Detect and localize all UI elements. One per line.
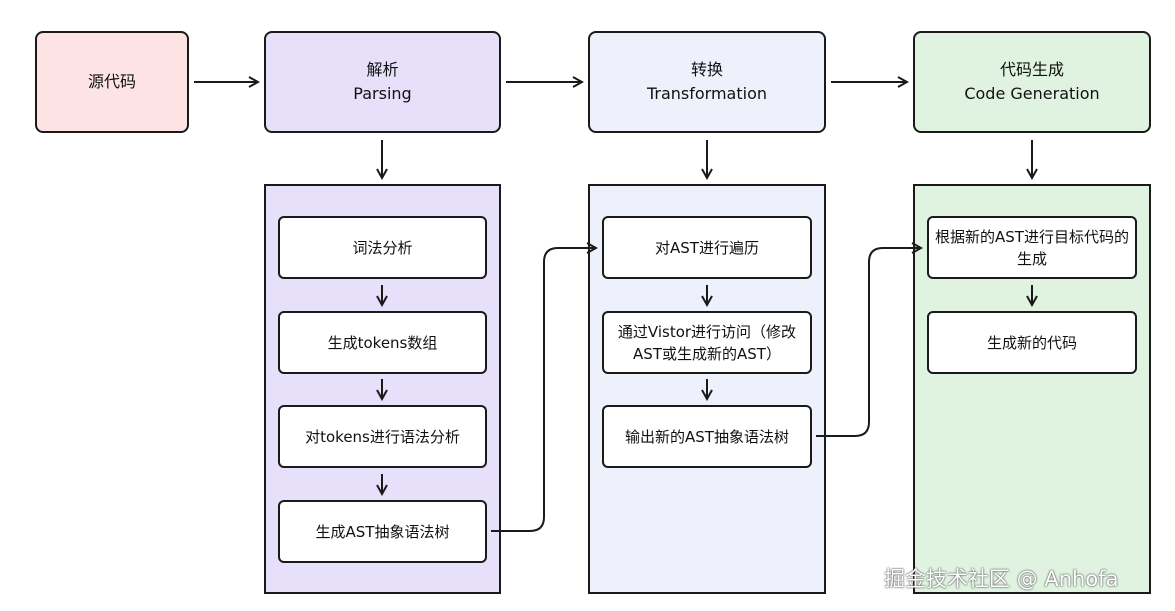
- parsing-title: 解析: [366, 60, 399, 79]
- parsing-step-generate-tokens: 生成tokens数组: [278, 311, 487, 374]
- watermark: 掘金技术社区 @ Anhofa: [884, 567, 1119, 591]
- generation-stage-box: 代码生成 Code Generation: [913, 31, 1151, 133]
- generation-title: 代码生成: [999, 60, 1064, 79]
- source-code-box: 源代码: [35, 31, 189, 133]
- parsing-stage-box: 解析 Parsing: [264, 31, 501, 133]
- parsing-subtitle: Parsing: [353, 84, 412, 103]
- transformation-subtitle: Transformation: [646, 84, 768, 103]
- transformation-step-visitor: 通过Vistor进行访问（修改AST或生成新的AST）: [602, 311, 812, 374]
- transformation-step-output-ast: 输出新的AST抽象语法树: [602, 405, 812, 468]
- parsing-step-generate-ast: 生成AST抽象语法树: [278, 500, 487, 563]
- transformation-step-traverse-ast: 对AST进行遍历: [602, 216, 812, 279]
- source-code-label: 源代码: [87, 72, 136, 91]
- transformation-stage-box: 转换 Transformation: [588, 31, 826, 133]
- transformation-title: 转换: [690, 60, 723, 79]
- generation-subtitle: Code Generation: [964, 84, 1100, 103]
- arrow-ast-to-traverse: [491, 248, 596, 532]
- parsing-step-lexical-analysis: 词法分析: [278, 216, 487, 279]
- generation-step-new-code: 生成新的代码: [927, 311, 1137, 374]
- parsing-step-syntax-analysis: 对tokens进行语法分析: [278, 405, 487, 468]
- arrow-output-ast-to-generation: [816, 248, 921, 437]
- generation-step-target-code: 根据新的AST进行目标代码的生成: [927, 216, 1137, 279]
